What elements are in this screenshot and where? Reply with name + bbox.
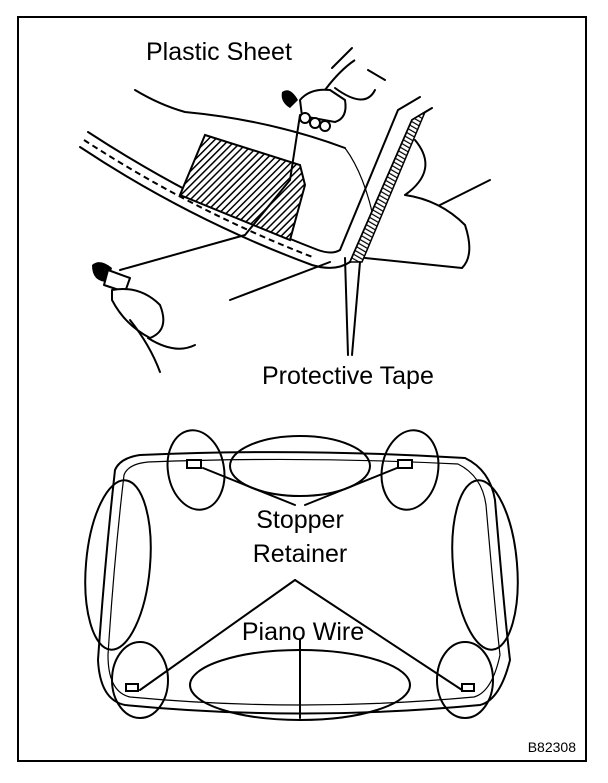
wire-end-left [125,683,139,692]
wire-end-right [461,683,475,692]
label-piano-wire: Piano Wire [242,618,364,646]
label-protective-tape: Protective Tape [262,362,434,390]
windshield-front-view [84,429,519,721]
label-plastic-sheet: Plastic Sheet [146,38,292,66]
stopper-retainer-right [397,459,413,469]
label-retainer: Retainer [253,540,348,568]
windshield-detail-illustration [79,47,491,373]
plastic-sheet-shape [178,133,307,242]
label-stopper: Stopper [256,506,344,534]
stopper-retainer-left [186,459,202,469]
figure-border [17,16,587,762]
figure-code: B82308 [528,739,576,755]
